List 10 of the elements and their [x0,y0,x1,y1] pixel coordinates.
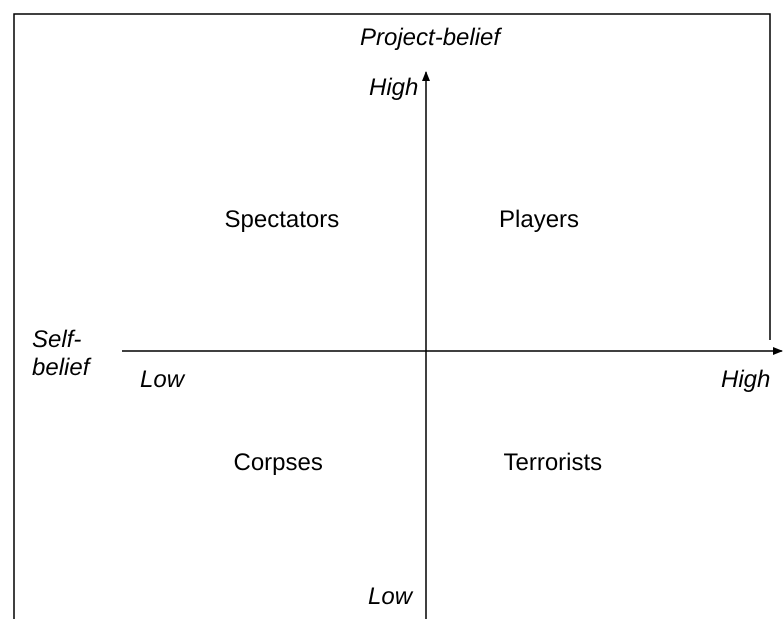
axis-label: High [721,366,770,394]
quadrant-label: Terrorists [504,449,602,477]
axis-title: Self-belief [32,326,92,382]
axis-label: Low [368,583,412,611]
quadrant-label: Spectators [224,206,340,234]
quadrant-label: Players [499,206,580,234]
quadrant-label: Corpses [234,449,323,477]
axis-label: Low [140,366,184,394]
axis-title: Project-belief [360,24,500,52]
axis-label: High [369,74,418,102]
